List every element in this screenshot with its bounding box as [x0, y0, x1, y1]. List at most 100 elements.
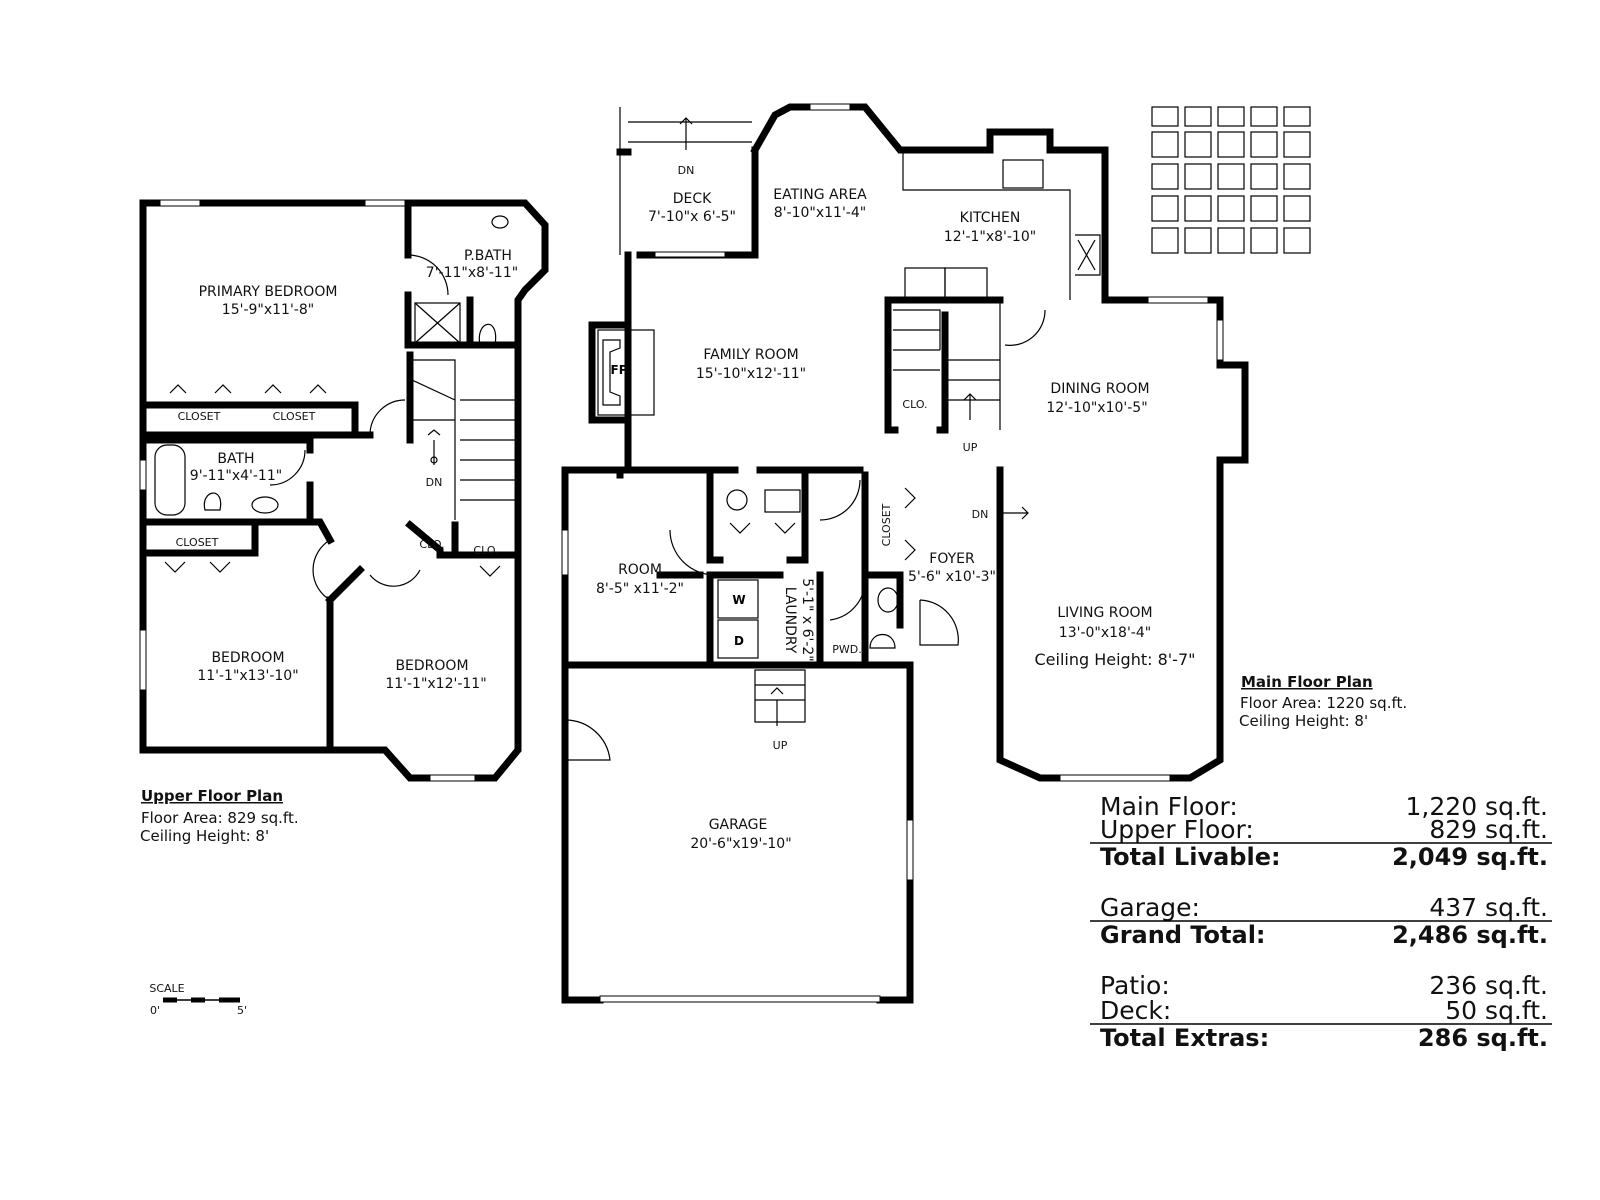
summary-label: Main Floor:	[1100, 792, 1238, 821]
paver-tile	[1250, 163, 1278, 190]
paver-tile	[1151, 131, 1179, 158]
closet-label: CLOSET	[273, 410, 316, 423]
fireplace-icon	[602, 339, 621, 406]
scale-max: 5'	[237, 1004, 247, 1017]
closet-label: CLO.	[419, 538, 444, 551]
closet-label: CLO.	[902, 398, 927, 411]
room-dims-foyer: 5'-6" x10'-3"	[908, 569, 996, 585]
window	[159, 199, 201, 207]
paver-tile	[1184, 163, 1212, 190]
sliding-door	[654, 251, 726, 258]
room-dims-p-bath: 7'-11"x8'-11"	[426, 265, 518, 281]
room-name-bath: BATH	[217, 451, 254, 467]
room-dims-bedroom: 11'-1"x12'-11"	[385, 676, 486, 692]
closet-doors	[729, 487, 916, 561]
main-floor-title: Main Floor Plan	[1241, 673, 1373, 691]
window	[429, 774, 476, 782]
scale-label: SCALE	[149, 982, 184, 995]
dryer	[717, 619, 759, 659]
window	[906, 819, 914, 881]
window	[1059, 774, 1171, 782]
paver-tile	[1250, 131, 1278, 158]
stair-arrow-icon	[427, 429, 441, 465]
summary-label: Grand Total:	[1100, 921, 1266, 949]
room-name-foyer: FOYER	[929, 551, 975, 567]
room-name-bedroom: BEDROOM	[211, 650, 284, 666]
main-floor-plan: FP DN DECK 7'-10"x 6'-5" EATING AREA 8'-…	[561, 103, 1407, 1004]
toilet-icon	[869, 633, 896, 649]
room-name-living-room: LIVING ROOM	[1057, 605, 1152, 621]
toilet-icon	[203, 323, 497, 511]
summary-label: Patio:	[1100, 971, 1170, 1000]
stair-up-label: UP	[773, 739, 788, 752]
paver-tile	[1217, 106, 1245, 127]
washer	[717, 579, 759, 619]
stairs	[411, 359, 515, 520]
powder-room-label: PWD.	[832, 643, 861, 656]
pantry	[944, 267, 988, 301]
paver-tile	[1250, 106, 1278, 127]
upper-floor-plan: PRIMARY BEDROOM 15'-9"x11'-8" P.BATH 7'-…	[139, 199, 549, 845]
paver-tile	[1151, 227, 1179, 254]
summary-value: 2,049 sq.ft.	[1392, 843, 1548, 871]
paver-tile	[1184, 106, 1212, 127]
window	[809, 103, 851, 111]
paver-tile	[1283, 106, 1311, 127]
room-dims-kitchen: 12'-1"x8'-10"	[944, 229, 1036, 245]
stair-down-label: DN	[426, 476, 443, 489]
dryer-label: D	[734, 634, 744, 648]
summary-value: 286 sq.ft.	[1418, 1024, 1548, 1052]
summary-value: 2,486 sq.ft.	[1392, 921, 1548, 949]
paver-tile	[1250, 195, 1278, 222]
room-name-laundry: LAUNDRY	[782, 587, 798, 654]
door-swings	[269, 254, 449, 601]
upper-ceiling-height: Ceiling Height: 8'	[140, 827, 269, 845]
area-summary-table: Main Floor: 1,220 sq.ft. Upper Floor: 82…	[1090, 792, 1552, 1052]
closet-doors	[164, 384, 501, 577]
main-floor-area: Floor Area: 1220 sq.ft.	[1240, 694, 1407, 712]
room-dims-family-room: 15'-10"x12'-11"	[696, 366, 806, 382]
garage-stairs	[754, 669, 806, 723]
main-ceiling-height: Ceiling Height: 8'	[1239, 712, 1368, 730]
paver-tile	[1283, 195, 1311, 222]
room-name-dining-room: DINING ROOM	[1050, 381, 1149, 397]
window	[1147, 296, 1209, 304]
room-dims-living-room: 13'-0"x18'-4"	[1059, 625, 1151, 641]
door-swings	[564, 309, 1046, 761]
deck-stair-label: DN	[678, 164, 695, 177]
stairs	[893, 300, 1001, 430]
paver-tile	[1184, 227, 1212, 254]
room-dims-deck: 7'-10"x 6'-5"	[648, 209, 736, 225]
window	[364, 199, 406, 207]
bathtub	[154, 444, 186, 516]
upper-floor-title: Upper Floor Plan	[141, 787, 283, 805]
room-dims-dining-room: 12'-10"x10'-5"	[1046, 400, 1147, 416]
paver-tile	[1151, 195, 1179, 222]
room-name-deck: DECK	[673, 191, 712, 207]
living-room-ceiling-height: Ceiling Height: 8'-7"	[1035, 650, 1196, 669]
paver-tile	[1217, 163, 1245, 190]
window	[139, 629, 147, 691]
scale-min: 0'	[150, 1004, 160, 1017]
room-name-family-room: FAMILY ROOM	[703, 347, 798, 363]
sink-icon	[877, 587, 899, 613]
room-name-p-bath: P.BATH	[464, 248, 512, 264]
summary-value: 437 sq.ft.	[1429, 893, 1548, 922]
room-dims-laundry: 5'-1" x 6'-2"	[799, 578, 815, 662]
sink-icon	[491, 215, 509, 229]
window	[561, 529, 569, 576]
window	[139, 459, 147, 491]
upper-exterior-walls	[139, 199, 549, 782]
fireplace-hearth	[597, 329, 655, 416]
garage-door	[599, 995, 881, 1003]
stove-icon	[1077, 239, 1096, 271]
paver-tile	[1250, 227, 1278, 254]
paver-tile	[1184, 195, 1212, 222]
scale-bar: SCALE 0' 5'	[149, 982, 247, 1017]
summary-value: 829 sq.ft.	[1429, 815, 1548, 844]
window	[1216, 319, 1224, 361]
room-dims-bedroom: 11'-1"x13'-10"	[197, 668, 298, 684]
kitchen-island	[904, 267, 946, 301]
paver-tile	[1151, 106, 1179, 127]
shower-drain	[414, 302, 461, 344]
